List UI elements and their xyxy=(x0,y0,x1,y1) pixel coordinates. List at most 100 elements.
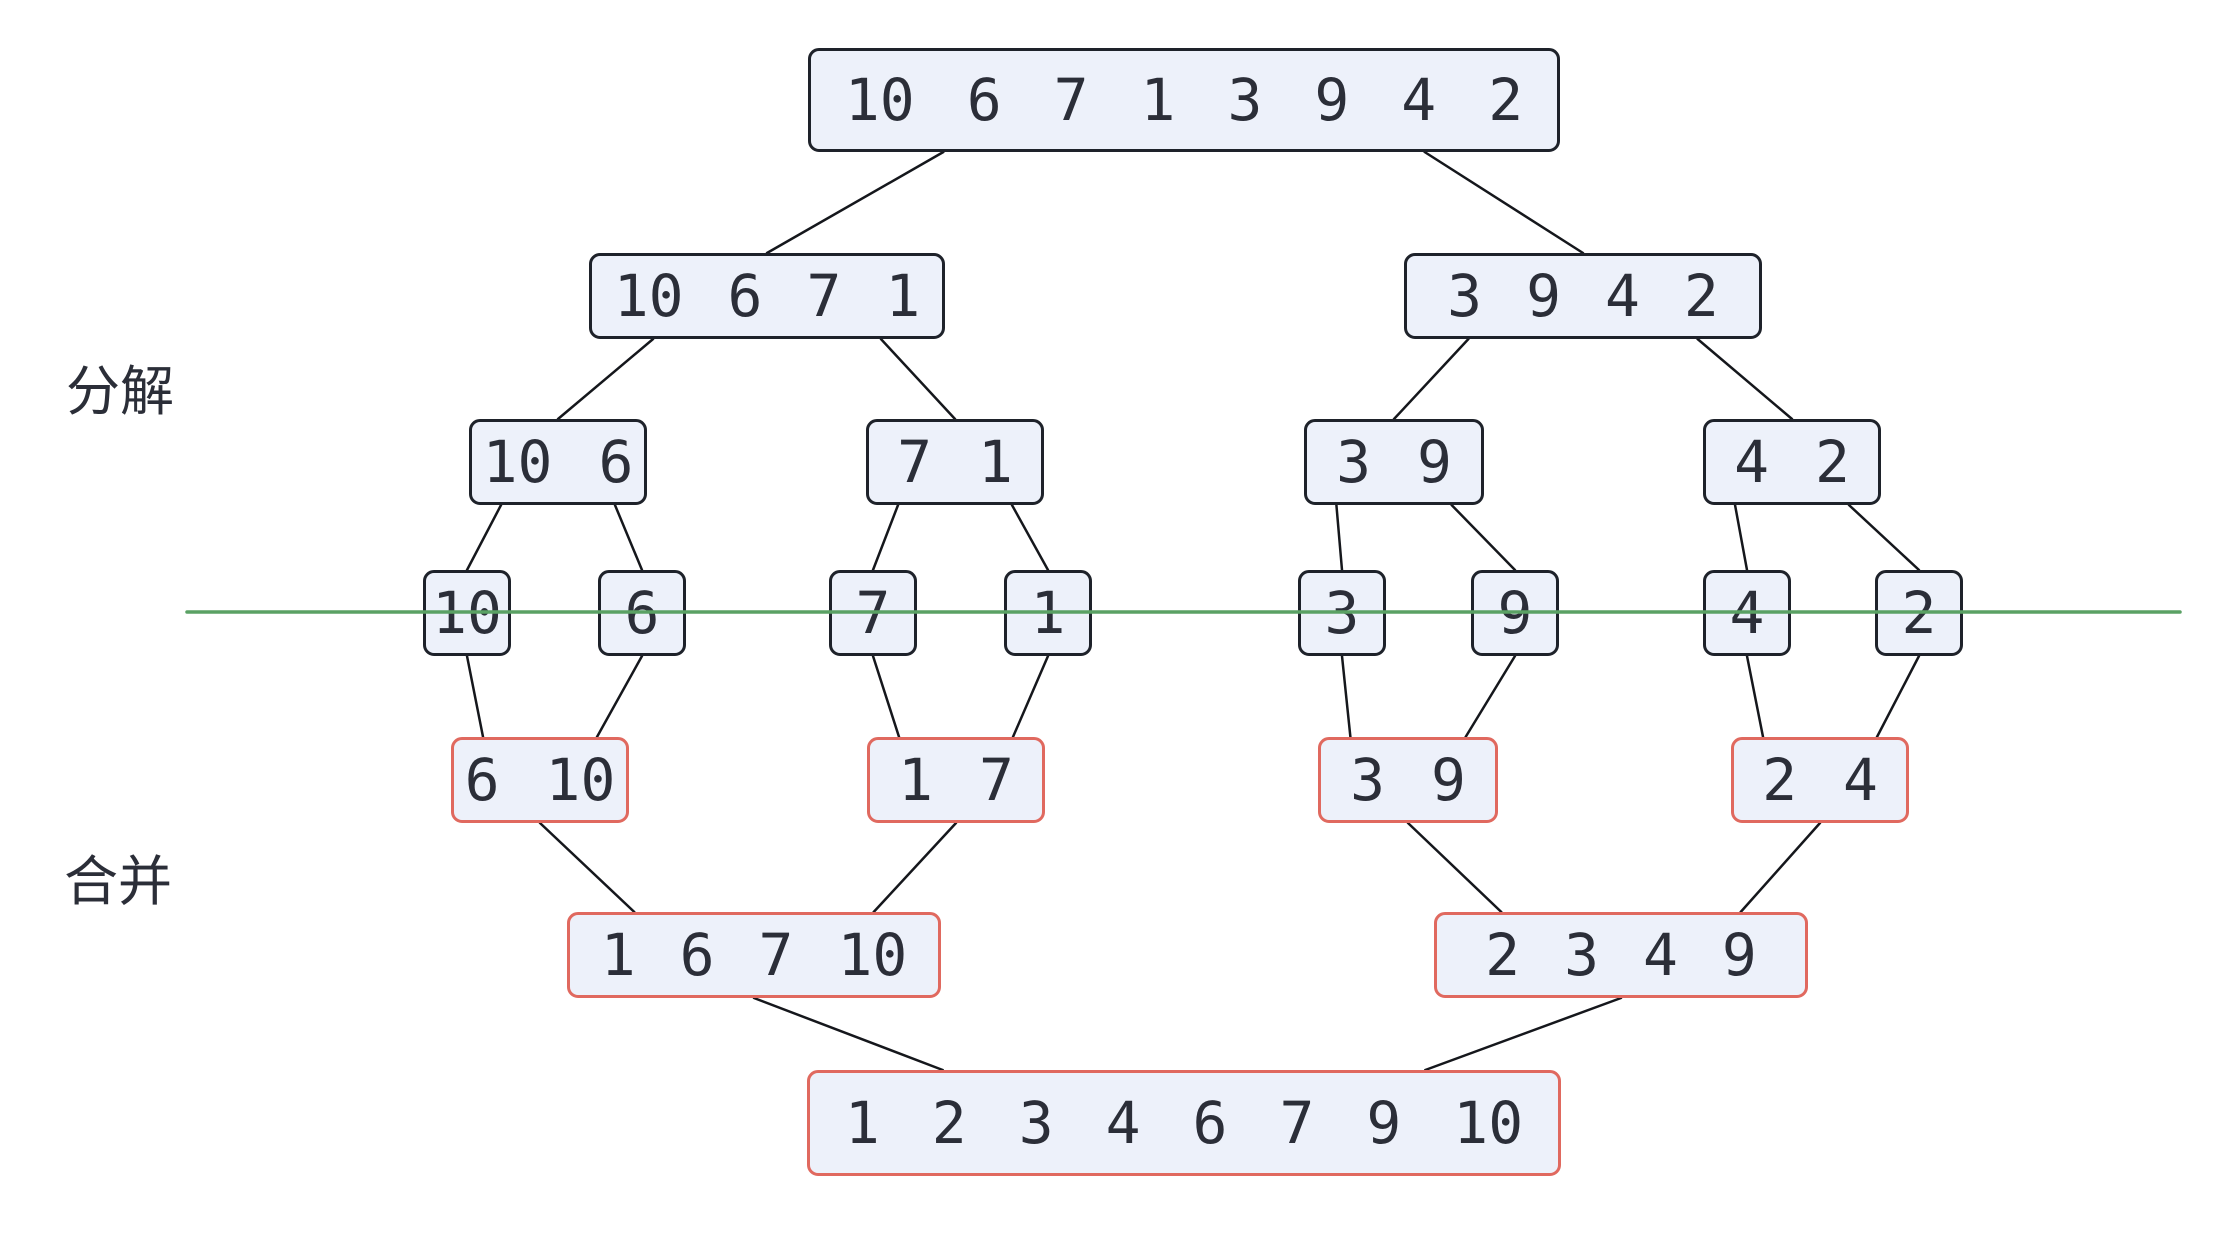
connector-line xyxy=(613,503,644,572)
node-value: 4 xyxy=(1643,921,1678,989)
connector-line xyxy=(1733,503,1749,572)
node-value: 10 xyxy=(613,262,684,330)
phase-label-divide: 分解 xyxy=(66,360,174,423)
connector-line xyxy=(752,996,944,1072)
node-value: 10 xyxy=(432,579,502,647)
node-s2: 2 xyxy=(1875,570,1963,656)
node-value: 6 xyxy=(624,579,660,647)
connector-line xyxy=(1745,654,1765,739)
node-value: 6 xyxy=(679,921,715,989)
connector-line xyxy=(765,150,945,255)
node-value: 4 xyxy=(1843,746,1878,814)
node-value: 9 xyxy=(1721,921,1757,989)
node-value: 6 xyxy=(598,428,634,496)
node-value: 7 xyxy=(897,428,932,496)
connector-line xyxy=(1340,654,1352,739)
node-value: 7 xyxy=(1279,1089,1315,1157)
node-value: 9 xyxy=(1366,1089,1402,1157)
connector-line xyxy=(556,337,655,421)
node-value: 7 xyxy=(806,262,842,330)
node-value: 10 xyxy=(844,66,915,134)
node-value: 10 xyxy=(837,921,908,989)
node-value: 6 xyxy=(464,746,500,814)
node-value: 6 xyxy=(727,262,763,330)
node-value: 1 xyxy=(600,921,636,989)
connector-line xyxy=(465,654,485,739)
connector-line xyxy=(1424,996,1623,1072)
node-value: 3 xyxy=(1227,66,1263,134)
node-s7: 7 xyxy=(829,570,917,656)
connector-line xyxy=(465,503,503,572)
node-value: 7 xyxy=(855,579,891,647)
node-value: 3 xyxy=(1447,262,1483,330)
connector-line xyxy=(1450,503,1517,572)
node-value: 3 xyxy=(1336,428,1371,496)
connector-line xyxy=(871,654,901,739)
node-value: 9 xyxy=(1526,262,1561,330)
node-value: 2 xyxy=(1488,66,1524,134)
node-value: 1 xyxy=(978,428,1013,496)
node-value: 1 xyxy=(1030,579,1066,647)
node-s1: 1 xyxy=(1004,570,1092,656)
node-value: 9 xyxy=(1497,579,1533,647)
node-s9: 9 xyxy=(1471,570,1559,656)
node-value: 6 xyxy=(966,66,1002,134)
node-value: 2 xyxy=(931,1089,967,1157)
node-value: 9 xyxy=(1431,746,1466,814)
node-s10: 10 xyxy=(423,570,511,656)
node-m2a: 6 10 xyxy=(451,737,629,823)
node-value: 4 xyxy=(1401,66,1437,134)
connector-line xyxy=(871,503,900,572)
node-value: 10 xyxy=(545,746,616,814)
node-value: 10 xyxy=(1453,1089,1524,1157)
connector-line xyxy=(879,337,957,421)
node-value: 4 xyxy=(1105,1089,1141,1157)
node-value: 9 xyxy=(1417,428,1452,496)
connector-line xyxy=(1464,654,1517,739)
node-s3: 3 xyxy=(1298,570,1386,656)
node-value: 3 xyxy=(1324,579,1360,647)
node-value: 4 xyxy=(1729,579,1765,647)
node-value: 1 xyxy=(1140,66,1176,134)
node-value: 4 xyxy=(1734,428,1769,496)
node-value: 1 xyxy=(844,1089,880,1157)
connector-line xyxy=(1739,821,1822,914)
node-value: 3 xyxy=(1018,1089,1054,1157)
node-value: 2 xyxy=(1815,428,1850,496)
node-value: 2 xyxy=(1762,746,1797,814)
connector-line xyxy=(1406,821,1503,914)
node-s4: 4 xyxy=(1703,570,1791,656)
node-value: 7 xyxy=(758,921,794,989)
node-value: 3 xyxy=(1350,746,1385,814)
connector-line xyxy=(1875,654,1921,739)
connector-line xyxy=(1847,503,1921,572)
node-value: 1 xyxy=(898,746,933,814)
connector-line xyxy=(595,654,644,739)
node-value: 1 xyxy=(885,262,921,330)
connector-line xyxy=(538,821,636,914)
connector-line xyxy=(872,821,958,914)
connector-line xyxy=(1696,337,1794,421)
phase-label-merge: 合并 xyxy=(64,850,172,913)
node-value: 6 xyxy=(1192,1089,1228,1157)
node-value: 7 xyxy=(1053,66,1089,134)
connector-line xyxy=(1010,503,1050,572)
connector-line xyxy=(1423,150,1585,255)
node-value: 4 xyxy=(1605,262,1640,330)
node-value: 2 xyxy=(1485,921,1521,989)
connector-line xyxy=(1335,503,1344,572)
